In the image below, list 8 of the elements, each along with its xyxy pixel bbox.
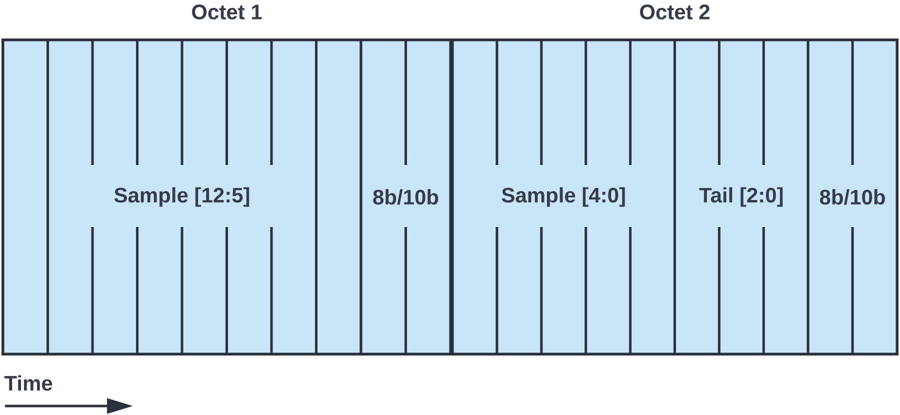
bit-cell xyxy=(315,38,362,356)
octet-heading: Octet 1 xyxy=(192,4,262,20)
bit-field: Tail [2:0] xyxy=(674,38,810,356)
axis-label: Time xyxy=(4,375,52,391)
bit-cell xyxy=(2,38,50,356)
octet-heading: Octet 2 xyxy=(640,4,710,20)
bit-field: 8b/10b xyxy=(806,38,898,356)
bit-field: 8b/10b xyxy=(360,38,452,356)
